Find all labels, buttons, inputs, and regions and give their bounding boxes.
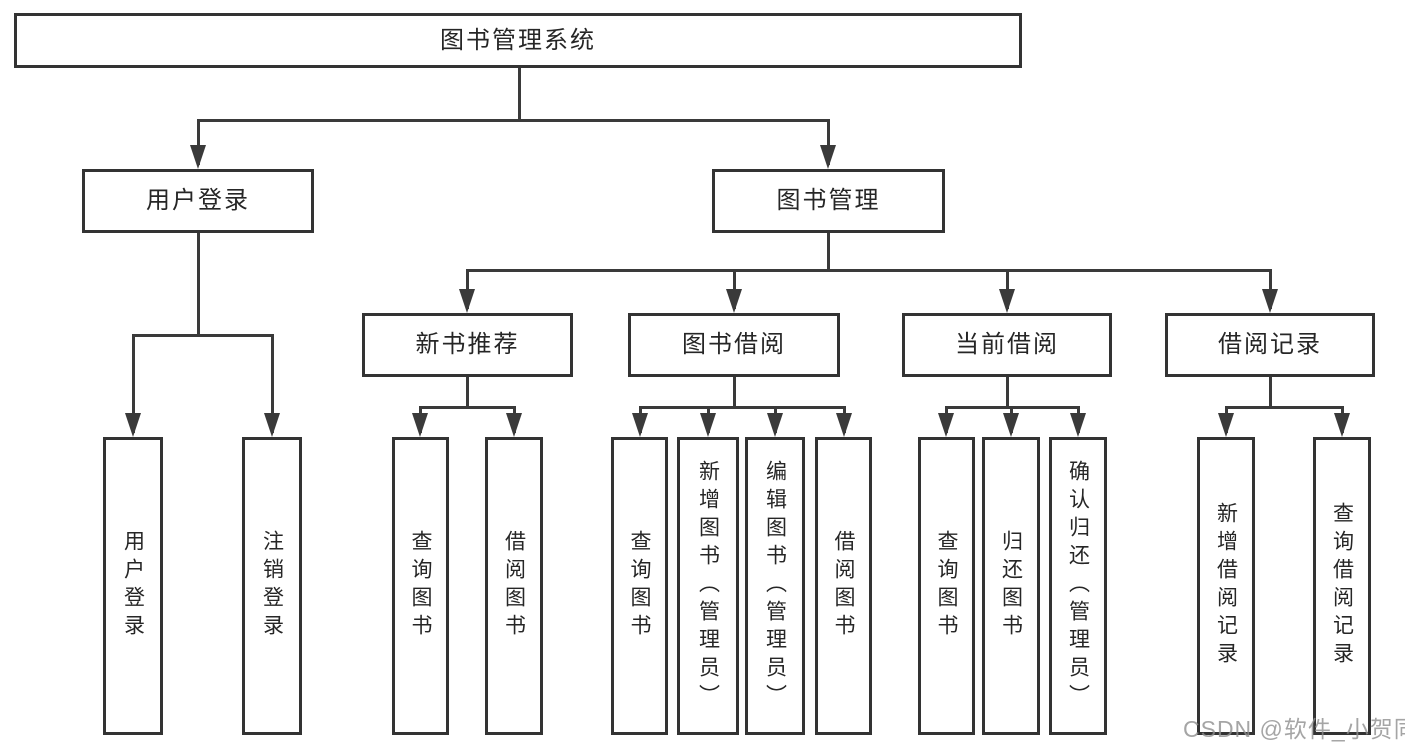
connector-stub bbox=[826, 233, 830, 270]
node-label: 新增图书（管理员） bbox=[696, 460, 720, 712]
node-label: 用户登录 bbox=[146, 187, 250, 214]
connector-arrow-line bbox=[131, 333, 135, 433]
connector-bus bbox=[638, 405, 846, 409]
connector-stub bbox=[732, 377, 736, 407]
connector-stub bbox=[465, 377, 469, 407]
arrow-down-icon bbox=[459, 289, 475, 313]
leaf-query-books-recommend: 查询图书 bbox=[392, 437, 449, 735]
node-label: 图书管理系统 bbox=[440, 26, 596, 54]
connector-stub bbox=[1005, 377, 1009, 407]
leaf-user-login: 用户登录 bbox=[103, 437, 163, 735]
node-label: 编辑图书（管理员） bbox=[763, 460, 787, 712]
leaf-logout: 注销登录 bbox=[242, 437, 302, 735]
connector-bus bbox=[131, 333, 274, 337]
arrow-down-icon bbox=[125, 413, 141, 437]
leaf-query-books-borrow: 查询图书 bbox=[611, 437, 668, 735]
node-label: 图书借阅 bbox=[682, 331, 786, 358]
leaf-borrow-books: 借阅图书 bbox=[815, 437, 872, 735]
connector-arrow-line bbox=[1268, 268, 1272, 309]
node-library-system: 图书管理系统 bbox=[14, 13, 1022, 68]
connector-stub bbox=[1268, 377, 1272, 407]
arrow-down-icon bbox=[820, 145, 836, 169]
node-user-login: 用户登录 bbox=[82, 169, 314, 233]
arrow-down-icon bbox=[726, 289, 742, 313]
arrow-down-icon bbox=[632, 413, 648, 437]
arrow-down-icon bbox=[264, 413, 280, 437]
connector-bus bbox=[1224, 405, 1344, 409]
node-label: 借阅图书 bbox=[832, 530, 855, 642]
leaf-edit-books-admin: 编辑图书（管理员） bbox=[745, 437, 805, 735]
arrow-down-icon bbox=[999, 289, 1015, 313]
leaf-query-books-current: 查询图书 bbox=[918, 437, 975, 735]
connector-arrow-line bbox=[826, 118, 830, 165]
node-label: 查询借阅记录 bbox=[1330, 502, 1354, 670]
node-label: 新增借阅记录 bbox=[1214, 502, 1238, 670]
node-label: 注销登录 bbox=[260, 530, 284, 642]
connector-arrow-line bbox=[1005, 268, 1009, 309]
node-borrow-records: 借阅记录 bbox=[1165, 313, 1375, 377]
connector-bus bbox=[418, 405, 516, 409]
arrow-down-icon bbox=[1218, 413, 1234, 437]
node-label: 新书推荐 bbox=[415, 331, 520, 358]
connector-bus bbox=[196, 118, 830, 122]
connector-bus bbox=[465, 268, 1272, 272]
arrow-down-icon bbox=[938, 413, 954, 437]
arrow-down-icon bbox=[412, 413, 428, 437]
node-label: 确认归还（管理员） bbox=[1066, 460, 1090, 712]
arrow-down-icon bbox=[1003, 413, 1019, 437]
node-label: 当前借阅 bbox=[955, 331, 1059, 358]
node-label: 借阅图书 bbox=[502, 530, 526, 642]
node-label: 查询图书 bbox=[409, 530, 432, 642]
node-book-borrow: 图书借阅 bbox=[628, 313, 840, 377]
node-label: 归还图书 bbox=[999, 530, 1023, 642]
node-label: 图书管理 bbox=[776, 187, 881, 214]
node-new-book-recommend: 新书推荐 bbox=[362, 313, 573, 377]
node-label: 查询图书 bbox=[935, 530, 958, 642]
leaf-confirm-return-admin: 确认归还（管理员） bbox=[1049, 437, 1107, 735]
node-book-management: 图书管理 bbox=[712, 169, 945, 233]
arrow-down-icon bbox=[1262, 289, 1278, 313]
leaf-query-borrow-record: 查询借阅记录 bbox=[1313, 437, 1371, 735]
leaf-add-books-admin: 新增图书（管理员） bbox=[677, 437, 739, 735]
arrow-down-icon bbox=[1334, 413, 1350, 437]
csdn-watermark: CSDN @软件_小贺同学 bbox=[1183, 716, 1405, 742]
arrow-down-icon bbox=[190, 145, 206, 169]
arrow-down-icon bbox=[767, 413, 783, 437]
arrow-down-icon bbox=[506, 413, 522, 437]
arrow-down-icon bbox=[1070, 413, 1086, 437]
arrow-down-icon bbox=[836, 413, 852, 437]
node-label: 借阅记录 bbox=[1218, 331, 1322, 358]
connector-arrow-line bbox=[196, 118, 200, 165]
node-label: 用户登录 bbox=[121, 530, 145, 642]
connector-arrow-line bbox=[732, 268, 736, 309]
leaf-add-borrow-record: 新增借阅记录 bbox=[1197, 437, 1255, 735]
arrow-down-icon bbox=[700, 413, 716, 437]
connector-arrow-line bbox=[465, 268, 469, 309]
leaf-borrow-books-recommend: 借阅图书 bbox=[485, 437, 543, 735]
leaf-return-books: 归还图书 bbox=[982, 437, 1040, 735]
node-current-borrow: 当前借阅 bbox=[902, 313, 1112, 377]
connector-stub bbox=[517, 68, 521, 120]
connector-stub bbox=[196, 233, 200, 335]
connector-arrow-line bbox=[270, 333, 274, 433]
node-label: 查询图书 bbox=[628, 530, 651, 642]
